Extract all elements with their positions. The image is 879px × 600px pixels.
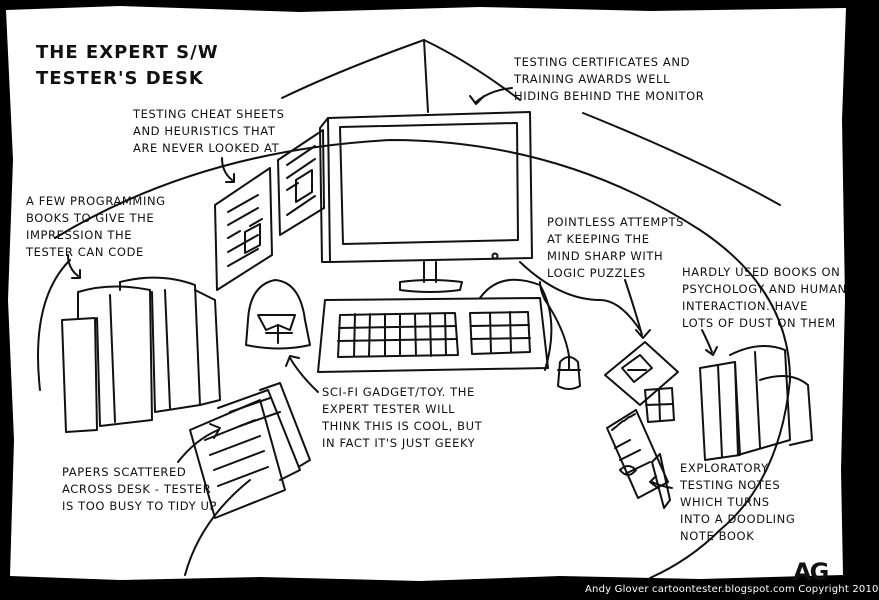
logic-puzzle-card-1 — [604, 341, 679, 406]
paper-3 — [259, 382, 311, 467]
paper-2 — [217, 389, 301, 481]
label-scifi-toy: SCI-FI GADGET/TOY. THE EXPERT TESTER WIL… — [322, 385, 483, 450]
monitor-side — [319, 117, 331, 263]
wall-line-left — [281, 39, 425, 99]
label-certificates: TESTING CERTIFICATES AND TRAINING AWARDS… — [514, 55, 705, 103]
arrow-logic-puzzles — [624, 279, 651, 339]
desk-front-curve — [184, 479, 251, 576]
scifi-helmet — [245, 279, 311, 350]
mouse — [557, 356, 581, 390]
arrow-notes — [649, 475, 673, 489]
arrow-cheat-sheets — [221, 157, 235, 183]
keyboard-main-keys — [337, 312, 459, 358]
arrows — [67, 87, 718, 489]
monitor-screen — [339, 122, 519, 245]
desk-left-line — [37, 259, 71, 391]
arrow-psychology-books — [701, 329, 718, 356]
label-papers: PAPERS SCATTERED ACROSS DESK - TESTER IS… — [62, 465, 218, 513]
label-programming-books: A FEW PROGRAMMING BOOKS TO GIVE THE IMPR… — [26, 194, 166, 259]
arrow-scifi-toy — [285, 355, 319, 393]
arrow-certificates — [469, 87, 513, 105]
desk-edge-curve — [54, 139, 791, 579]
keyboard — [317, 297, 549, 373]
cartoon-scene — [6, 6, 846, 581]
monitor-frame — [327, 111, 533, 263]
label-cheat-sheets: TESTING CHEAT SHEETS AND HEURISTICS THAT… — [133, 107, 285, 155]
paper-background — [6, 6, 846, 581]
label-psychology-books: HARDLY USED BOOKS ON PSYCHOLOGY AND HUMA… — [682, 265, 847, 330]
monitor-neck — [423, 261, 437, 283]
cheat-sheet-1 — [214, 167, 273, 291]
monitor-base — [399, 279, 463, 293]
wall-line-right — [423, 39, 521, 101]
cheat-sheet-2 — [277, 129, 325, 236]
keyboard-num-keys — [469, 311, 531, 355]
label-exploratory-notes: EXPLORATORY TESTING NOTES WHICH TURNS IN… — [680, 461, 796, 543]
shelf-line-right — [582, 112, 781, 206]
copyright-credit: Andy Glover cartoontester.blogspot.com C… — [585, 584, 879, 595]
logic-puzzle-card-2 — [644, 387, 675, 423]
mouse-cable — [539, 281, 570, 357]
pencil — [651, 453, 671, 509]
label-logic-puzzles: POINTLESS ATTEMPTS AT KEEPING THE MIND S… — [547, 215, 685, 280]
programming-books — [61, 317, 98, 433]
monitor-cable — [519, 261, 641, 331]
cartoon-title: THE EXPERT S/W TESTER'S DESK — [36, 42, 219, 89]
arrow-programming-books — [67, 254, 81, 279]
artist-signature: AG — [793, 558, 829, 586]
arrow-papers — [177, 423, 221, 463]
wall-corner-line — [423, 39, 429, 113]
